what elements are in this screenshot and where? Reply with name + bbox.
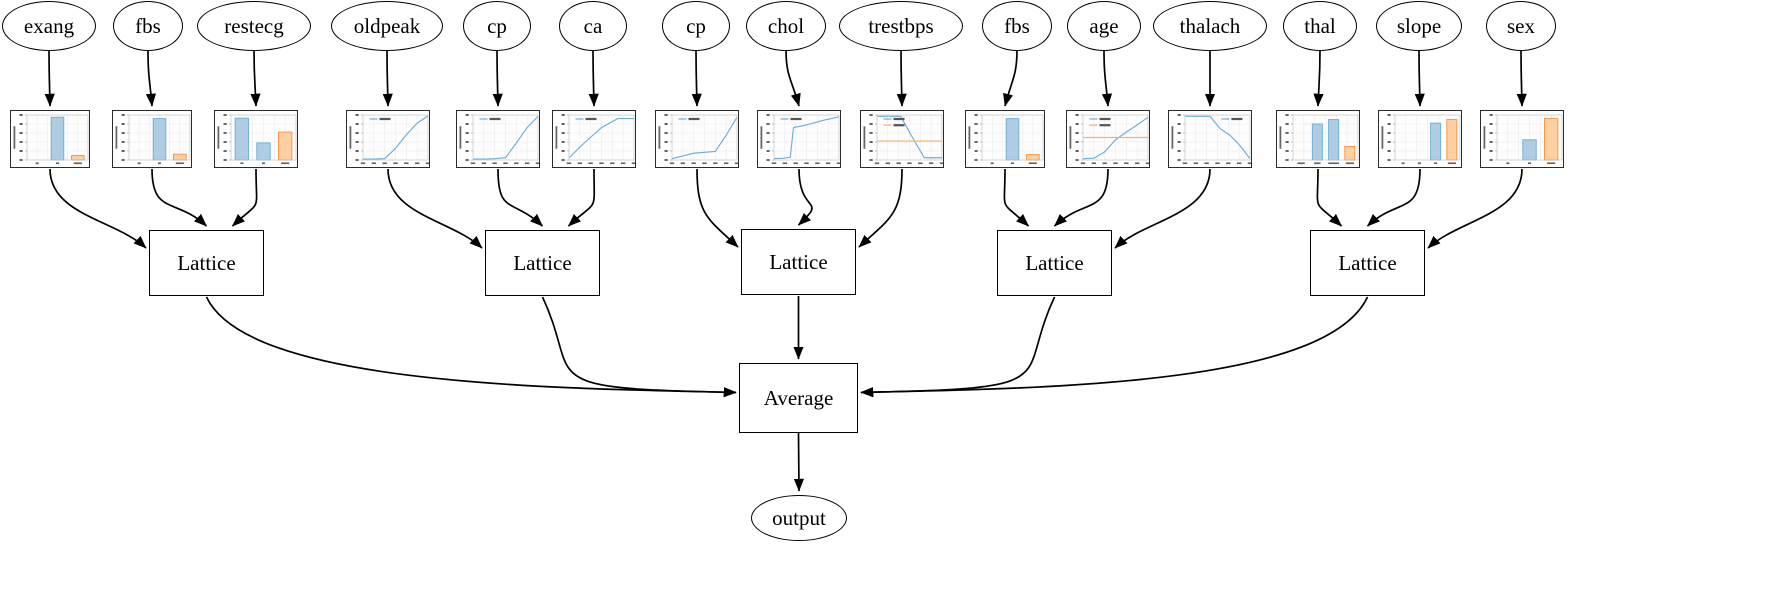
input-node-label: chol [767,13,805,38]
graph-edge [860,296,1369,398]
input-node-label: cp [686,13,706,38]
lattice-node-0[interactable]: Lattice [149,230,264,296]
lattice-node-2[interactable]: Lattice [741,229,856,295]
input-node-cp[interactable]: cp [463,1,531,51]
input-node-oldpeak[interactable]: oldpeak [331,1,443,51]
graph-edge [1516,49,1527,107]
input-node-fbs[interactable]: fbs [113,1,183,51]
input-node-label: age [1089,13,1119,38]
graph-edge [1366,168,1421,227]
graph-edge [1114,168,1211,249]
average-node-label: Average [763,385,834,410]
input-node-label: slope [1396,13,1442,38]
calibrator-plot-ca-5 [552,110,636,168]
input-node-restecg[interactable]: restecg [197,1,311,51]
input-node-thal[interactable]: thal [1283,1,1357,51]
graph-edge [541,296,737,398]
calibrator-plot-oldpeak-3 [346,110,430,168]
input-node-label: fbs [1004,13,1030,38]
output-node[interactable]: output [751,495,847,541]
calibrator-plot-exang-0 [10,110,90,168]
graph-edge [492,49,503,107]
graph-edge [696,168,739,248]
lattice-node-label: Lattice [177,250,236,275]
graph-edge [1053,168,1109,227]
graph-edge [382,49,393,107]
input-node-exang[interactable]: exang [2,1,96,51]
calibrator-plot-cp-4 [456,110,540,168]
calibrator-plot-slope-13 [1378,110,1462,168]
input-node-age[interactable]: age [1067,1,1141,51]
graph-edge [250,49,261,107]
calibrator-plot-fbs-1 [112,110,192,168]
graph-edge [145,49,157,107]
calibrator-plot-chol-7 [757,110,841,168]
input-node-label: cp [487,13,507,38]
graph-edge [497,168,544,227]
lattice-node-label: Lattice [1025,250,1084,275]
input-node-chol[interactable]: chol [746,1,826,51]
graph-edge [1427,168,1523,249]
input-node-label: oldpeak [353,13,421,38]
graph-edge [793,432,804,492]
input-node-cp[interactable]: cp [662,1,730,51]
lattice-node-label: Lattice [769,249,828,274]
graph-edge [49,168,147,249]
graph-edge [151,168,208,227]
lattice-node-label: Lattice [1338,250,1397,275]
graph-edge [588,49,599,107]
calibrator-plot-trestbps-8 [860,110,944,168]
input-node-sex[interactable]: sex [1486,1,1556,51]
graph-edge [860,296,1056,398]
calibrator-plot-thal-12 [1276,110,1360,168]
input-node-thalach[interactable]: thalach [1153,1,1267,51]
input-node-label: thalach [1179,13,1241,38]
graph-edge [896,49,907,107]
calibrator-plot-fbs-9 [965,110,1045,168]
calibrator-plot-restecg-2 [214,110,298,168]
output-node-label: output [772,505,826,530]
input-node-label: ca [583,13,603,38]
graph-edge [387,168,483,249]
graph-edge [205,296,737,398]
graph-edge [44,49,55,107]
input-node-label: exang [23,13,75,38]
graph-edge [1414,49,1425,107]
lattice-node-4[interactable]: Lattice [1310,230,1425,296]
graph-edge [231,168,258,227]
input-node-label: thal [1304,13,1336,38]
calibrator-plot-age-10 [1066,110,1150,168]
lattice-node-label: Lattice [513,250,572,275]
calibrator-plot-sex-14 [1480,110,1564,168]
input-node-label: sex [1507,13,1535,38]
lattice-node-3[interactable]: Lattice [997,230,1112,296]
graph-edge [1313,49,1324,107]
calibrator-plot-thalach-11 [1168,110,1252,168]
input-node-ca[interactable]: ca [559,1,627,51]
graph-edge [1101,49,1113,107]
graph-edge [1003,49,1018,107]
graph-edge [1003,168,1030,227]
calibrator-plot-cp-6 [655,110,739,168]
lattice-node-1[interactable]: Lattice [485,230,600,296]
input-node-label: trestbps [868,13,934,38]
input-node-fbs[interactable]: fbs [982,1,1052,51]
average-node[interactable]: Average [739,363,858,433]
input-node-slope[interactable]: slope [1376,1,1462,51]
graph-edge [797,168,813,226]
input-node-label: restecg [224,13,284,38]
graph-edge [1316,168,1343,227]
graph-edge [691,49,702,107]
graph-edge [567,168,596,227]
graph-edge [858,168,903,248]
input-node-trestbps[interactable]: trestbps [839,1,963,51]
input-node-label: fbs [135,13,161,38]
graph-edge [785,49,801,107]
